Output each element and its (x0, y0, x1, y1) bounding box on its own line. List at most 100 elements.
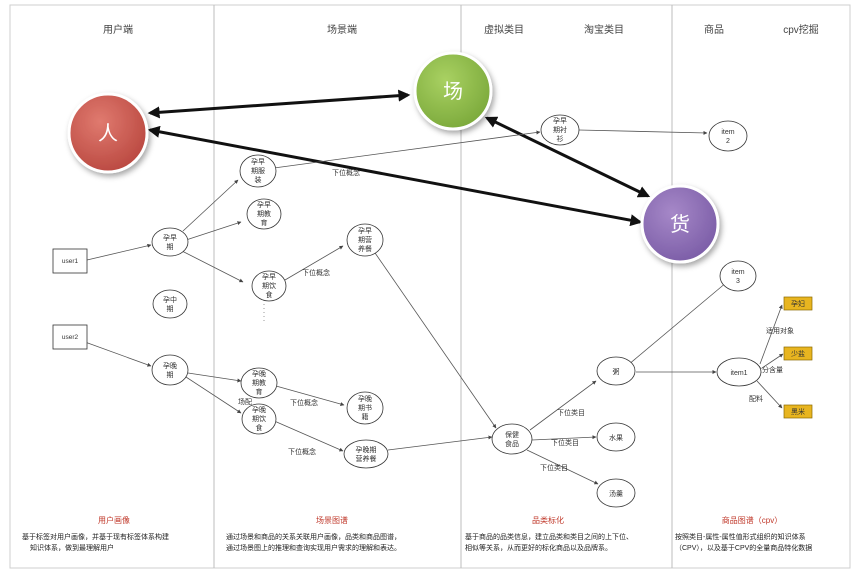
edge-item1-pregnant (759, 304, 783, 365)
node-porridge (596, 356, 636, 386)
early-diet-line1: 孕早 (262, 273, 276, 281)
edge-nutrition-health (372, 249, 497, 429)
early-clothing-line1: 孕早 (251, 158, 265, 166)
tag-black-rice-label: 黑米 (791, 407, 805, 416)
node-item2 (708, 120, 748, 152)
label-salt: 盐分含量 (755, 365, 783, 374)
health-food-line2: 食品 (505, 439, 519, 448)
label-sub-category-3: 下位类目 (540, 463, 568, 472)
tag-black-rice: 黑米 (783, 404, 813, 419)
bottom-scene-line2: 通过场景图上的推理和查询实现用户需求的理解和表达。 (226, 543, 401, 552)
user2-label: user2 (62, 334, 79, 341)
early-shirt-line1: 孕早 (553, 117, 567, 125)
bottom-product-line2: （CPV），以及基于CPV的全量商品特化数据 (675, 543, 812, 552)
node-early-pregnancy (151, 227, 189, 257)
fruit-label: 水果 (609, 433, 623, 442)
health-food-line1: 保健 (505, 430, 519, 439)
bottom-category-title: 品类标化 (532, 515, 564, 525)
edge-clothing-shirt (273, 130, 541, 169)
arrow-person-place (147, 89, 411, 119)
bottom-product-line1: 按照类目-属性-属性值形式组织的知识体系 (675, 532, 806, 541)
bottom-category-line1: 基于商品的品类信息，建立品类和类目之间的上下位、 (465, 532, 633, 541)
edge-health-soup (526, 449, 599, 485)
node-place: 场 (413, 51, 493, 131)
edge-early-diet (181, 250, 244, 283)
node-user1: user1 (52, 248, 88, 274)
node-early-education (246, 198, 282, 230)
early-shirt-line3: 衫 (557, 134, 564, 143)
early-nutrition-line2: 期营 (358, 235, 372, 244)
edge-diet-nutrition-late (271, 419, 344, 452)
edge-diet-nutrition (284, 245, 344, 281)
node-late-diet (241, 403, 277, 435)
node-mid-pregnancy (152, 289, 188, 319)
edge-early-education (185, 221, 242, 241)
bottom-scene-line1: 通过场景和商品的关系关联用户画像，品类和商品图谱， (226, 532, 401, 541)
edge-late-education (187, 372, 242, 383)
goods-label: 货 (670, 213, 690, 236)
bottom-scene-title: 场景图谱 (316, 515, 348, 525)
early-education-line3: 育 (261, 218, 268, 227)
tag-pregnant-label: 孕妇 (791, 299, 805, 308)
edge-early-clothing (182, 179, 239, 232)
item2-line2: 2 (726, 138, 730, 145)
node-late-books (346, 391, 384, 425)
node-person: 人 (67, 92, 149, 174)
edge-user1-early (86, 243, 152, 261)
edge-item1-lowsalt (761, 353, 784, 369)
node-health-food (491, 423, 533, 455)
late-nutrition-line1: 孕晚期 (356, 445, 377, 454)
label-sub-category-2: 下位类目 (551, 438, 579, 447)
edge-health-porridge (529, 380, 597, 431)
header-scene: 场景端 (327, 23, 357, 36)
early-pregnancy-line2: 期 (167, 243, 174, 251)
porridge-label: 粥 (613, 367, 620, 376)
early-shirt-line2: 期衬 (553, 125, 567, 134)
header-virtual-category: 虚拟类目 (484, 23, 524, 36)
soup-label: 汤羹 (609, 489, 623, 498)
node-late-education (240, 367, 278, 399)
item1-label: item1 (730, 370, 747, 377)
edge-user2-late (84, 341, 152, 367)
late-books-line1: 孕晚 (358, 394, 372, 403)
late-education-line3: 育 (256, 387, 263, 396)
node-item3 (719, 260, 757, 292)
item2-line1: item (721, 129, 734, 136)
label-sub-category-1: 下位类目 (557, 408, 585, 417)
node-early-nutrition (346, 223, 384, 257)
label-sub-concept-2: 下位概念 (302, 268, 330, 277)
node-early-shirt (540, 114, 580, 146)
item3-line1: item (731, 269, 744, 276)
early-nutrition-line1: 孕早 (358, 227, 372, 235)
edge-porridge-item3 (627, 281, 728, 366)
node-goods: 货 (640, 184, 720, 264)
arrow-person-goods (147, 125, 643, 227)
early-education-line1: 孕早 (257, 201, 271, 209)
bottom-user-line2: 知识体系，做到最理解用户 (30, 543, 114, 552)
late-diet-line2: 期饮 (252, 414, 266, 423)
tag-low-salt: 少盐 (783, 346, 813, 361)
early-clothing-line3: 装 (255, 175, 262, 184)
edge-late-diet (185, 376, 242, 414)
label-applicable: 适用对象 (766, 326, 794, 335)
item3-line2: 3 (736, 278, 740, 285)
label-sub-concept-3: 下位概念 (290, 398, 318, 407)
node-early-diet (251, 270, 287, 302)
edge-shirt-item2 (578, 129, 708, 135)
edge-education-books (275, 385, 345, 406)
label-sub-concept-1: 下位概念 (332, 168, 360, 177)
mid-pregnancy-line1: 孕中 (163, 295, 177, 304)
header-cpv: cpv挖掘 (783, 23, 819, 36)
header-taobao-category: 淘宝类目 (584, 23, 624, 36)
late-pregnancy-line1: 孕晚 (163, 361, 177, 370)
bottom-user-title: 用户画像 (98, 515, 130, 525)
person-label: 人 (98, 122, 118, 145)
late-education-line1: 孕晚 (252, 369, 266, 378)
late-diet-line1: 孕晚 (252, 405, 266, 414)
header-product: 商品 (704, 23, 724, 36)
bottom-category-line2: 相似等关系，从而更好的标化商品以及品牌系。 (465, 543, 612, 552)
late-books-line2: 期书 (358, 403, 372, 412)
early-education-line2: 期教 (257, 209, 271, 218)
early-pregnancy-line1: 孕早 (163, 234, 177, 242)
outer-frame (9, 4, 851, 569)
